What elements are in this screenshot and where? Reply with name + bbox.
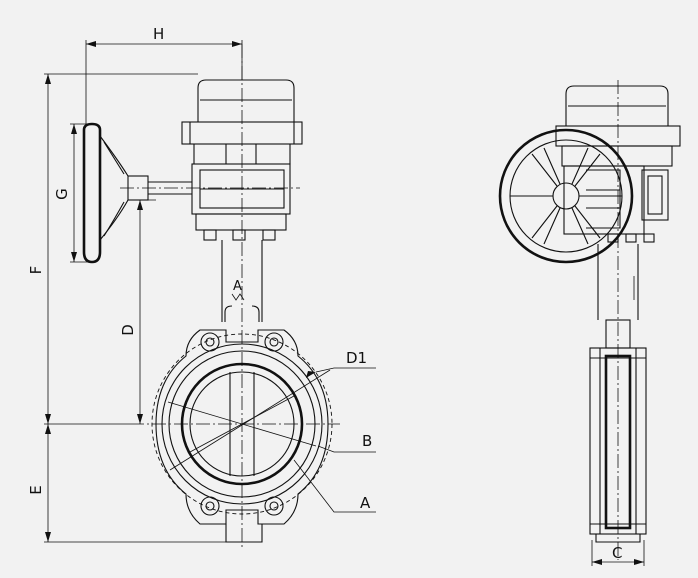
dim-label-F: F (27, 266, 45, 275)
dim-label-G: G (53, 188, 71, 200)
side-handwheel (498, 128, 634, 264)
dim-label-D: D (119, 324, 137, 336)
dim-label-A: A (360, 494, 371, 512)
side-neck (597, 244, 639, 320)
dim-label-C: C (612, 544, 622, 562)
flow-mark: A (233, 279, 242, 294)
front-view: A (27, 25, 376, 548)
side-view: C (498, 80, 681, 566)
dim-label-D1: D1 (346, 349, 367, 367)
side-gearbox (555, 85, 681, 243)
dim-label-E: E (27, 485, 45, 494)
side-dimension-C (591, 540, 645, 566)
dim-label-B: B (362, 432, 372, 450)
dim-label-H: H (153, 25, 164, 43)
dimension-lines (44, 40, 376, 543)
valve-neck (221, 240, 263, 322)
gear-operator (181, 79, 303, 241)
side-body (589, 80, 647, 560)
